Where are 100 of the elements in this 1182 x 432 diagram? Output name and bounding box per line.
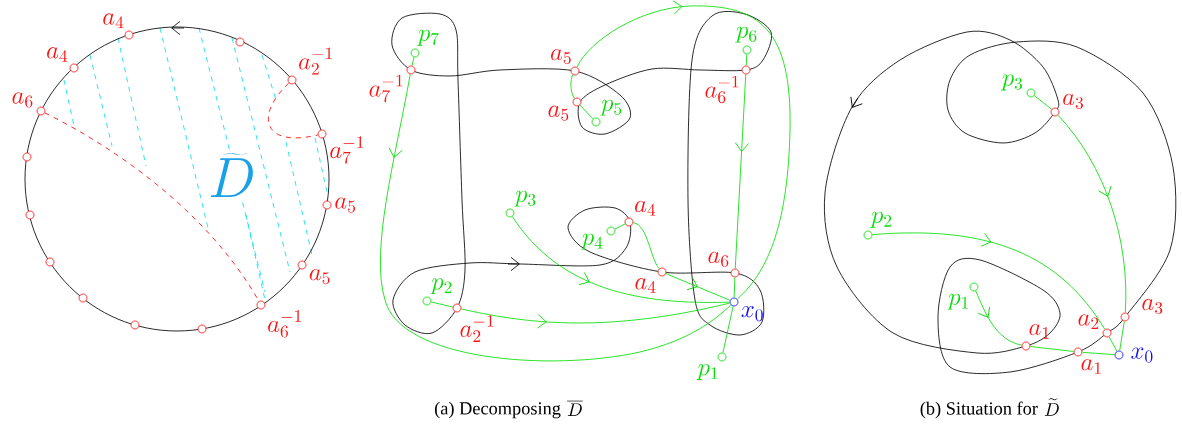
point-marker <box>197 324 207 334</box>
path-line <box>1108 336 1118 352</box>
labelled-point: $a_6$ <box>12 92 46 116</box>
node-label: $a_4$ <box>103 13 124 29</box>
path-line <box>579 104 594 120</box>
node-label: $a_6$ <box>708 251 729 267</box>
region-label: $\widetilde{D}$ <box>206 151 258 199</box>
point-marker <box>78 293 88 303</box>
path-line <box>745 54 748 66</box>
caption-text: (a) Decomposing <box>434 401 561 419</box>
path-line <box>733 277 736 298</box>
path-line <box>380 73 732 362</box>
node-label: $p_3$ <box>514 190 536 207</box>
node-label: $a_4$ <box>635 200 656 216</box>
node-label: $p_4$ <box>581 233 603 250</box>
labelled-point: $a_3$ <box>1050 93 1083 117</box>
path-line <box>975 290 1023 346</box>
path-line <box>267 82 319 139</box>
path-line <box>1119 320 1125 352</box>
labelled-point: $a_5$ <box>551 48 580 76</box>
path-line <box>1029 346 1075 352</box>
path-line <box>570 74 575 99</box>
node-label: $p_5$ <box>600 99 622 116</box>
path-line <box>872 232 1106 330</box>
node-label: $x_0$ <box>741 306 763 322</box>
path-line <box>460 302 731 329</box>
labelled-point: $a_2^{-1}$ <box>452 303 494 342</box>
point-marker <box>130 320 140 330</box>
path-line <box>614 223 626 230</box>
path-line <box>512 216 730 303</box>
node-label: $a_3$ <box>1142 298 1163 315</box>
node-label: $a_4$ <box>635 278 656 293</box>
point-marker <box>45 257 55 267</box>
labelled-point: $a_2$ <box>1078 314 1112 338</box>
labelled-point: $p_3$ <box>1001 74 1036 98</box>
node-label: $a_1$ <box>1029 323 1049 339</box>
node-label: $p_6$ <box>735 26 757 43</box>
labelled-point: $a_4$ <box>47 47 79 73</box>
node-label: $a_5$ <box>551 48 571 65</box>
labelled-point: $p_6$ <box>735 26 757 55</box>
node-label: $a_2^{-1}$ <box>460 314 494 342</box>
node-label: $a_1$ <box>1081 359 1101 374</box>
node-label: $x_0$ <box>1131 347 1153 363</box>
path-line <box>722 305 734 354</box>
labelled-point: $a_2^{-1}$ <box>287 47 332 85</box>
path-line <box>576 0 791 300</box>
labelled-point: $a_5$ <box>322 197 356 213</box>
point-marker <box>22 152 32 162</box>
labelled-point: $p_2$ <box>863 211 892 240</box>
node-label: $a_5$ <box>548 105 569 121</box>
path-line <box>734 74 750 269</box>
labelled-point: $a_5$ <box>297 260 330 285</box>
labelled-point: $p_1$ <box>696 352 727 380</box>
labelled-point: $a_5$ <box>548 97 582 121</box>
caption-text: (b) Situation for <box>920 401 1038 419</box>
labelled-point: $p_5$ <box>591 99 622 127</box>
labelled-point: $p_7$ <box>410 29 439 58</box>
labelled-point: $a_1$ <box>1073 347 1101 374</box>
node-label: $a_3$ <box>1063 93 1083 109</box>
path-line <box>1034 95 1052 110</box>
labelled-point: $a_4$ <box>624 200 656 227</box>
labelled-point: $x_0$ <box>729 297 763 322</box>
node-label: $a_7^{-1}$ <box>330 136 364 164</box>
path-line <box>1057 114 1127 313</box>
node-label: $a_2^{-1}$ <box>299 47 332 75</box>
labelled-point: $a_6^{-1}$ <box>705 65 751 104</box>
path-line <box>632 222 660 270</box>
node-label: $p_2$ <box>870 211 892 228</box>
labelled-point: $a_3$ <box>1120 298 1163 322</box>
node-label: $a_5$ <box>335 197 356 213</box>
path-line <box>665 273 731 301</box>
labelled-point: $a_7^{-1}$ <box>317 129 364 164</box>
caption-text: $\widetilde{D}$ <box>1044 398 1059 416</box>
node-label: $p_1$ <box>947 293 968 310</box>
path-line <box>1082 351 1115 356</box>
node-label: $a_7^{-1}$ <box>369 74 403 103</box>
node-label: $p_2$ <box>430 278 452 295</box>
labelled-point: $p_3$ <box>505 190 536 218</box>
labelled-point: $a_4$ <box>635 267 667 293</box>
labelled-point: $p_4$ <box>581 226 616 250</box>
labelled-point: $p_1$ <box>947 282 979 310</box>
node-label: $a_2$ <box>1078 314 1099 330</box>
node-label: $a_5$ <box>309 269 330 285</box>
node-label: $p_3$ <box>1001 74 1023 91</box>
node-label: $a_4$ <box>47 47 68 62</box>
point-marker <box>25 210 35 220</box>
labelled-point: $x_0$ <box>1114 347 1153 363</box>
node-label: $p_7$ <box>417 29 439 46</box>
node-label: $p_1$ <box>696 364 718 380</box>
path-line <box>430 301 454 308</box>
caption-text: $\overline{D}$ <box>567 401 583 416</box>
point-marker <box>235 37 245 47</box>
node-label: $a_6^{-1}$ <box>268 310 301 338</box>
labelled-point: $a_6$ <box>708 251 740 278</box>
node-label: $a_6$ <box>12 92 33 108</box>
labelled-point: $a_7^{-1}$ <box>369 65 416 103</box>
node-label: $a_6^{-1}$ <box>705 75 739 104</box>
labelled-point: $a_6^{-1}$ <box>256 300 301 338</box>
path-line <box>411 56 415 67</box>
labelled-point: $p_2$ <box>422 278 452 306</box>
